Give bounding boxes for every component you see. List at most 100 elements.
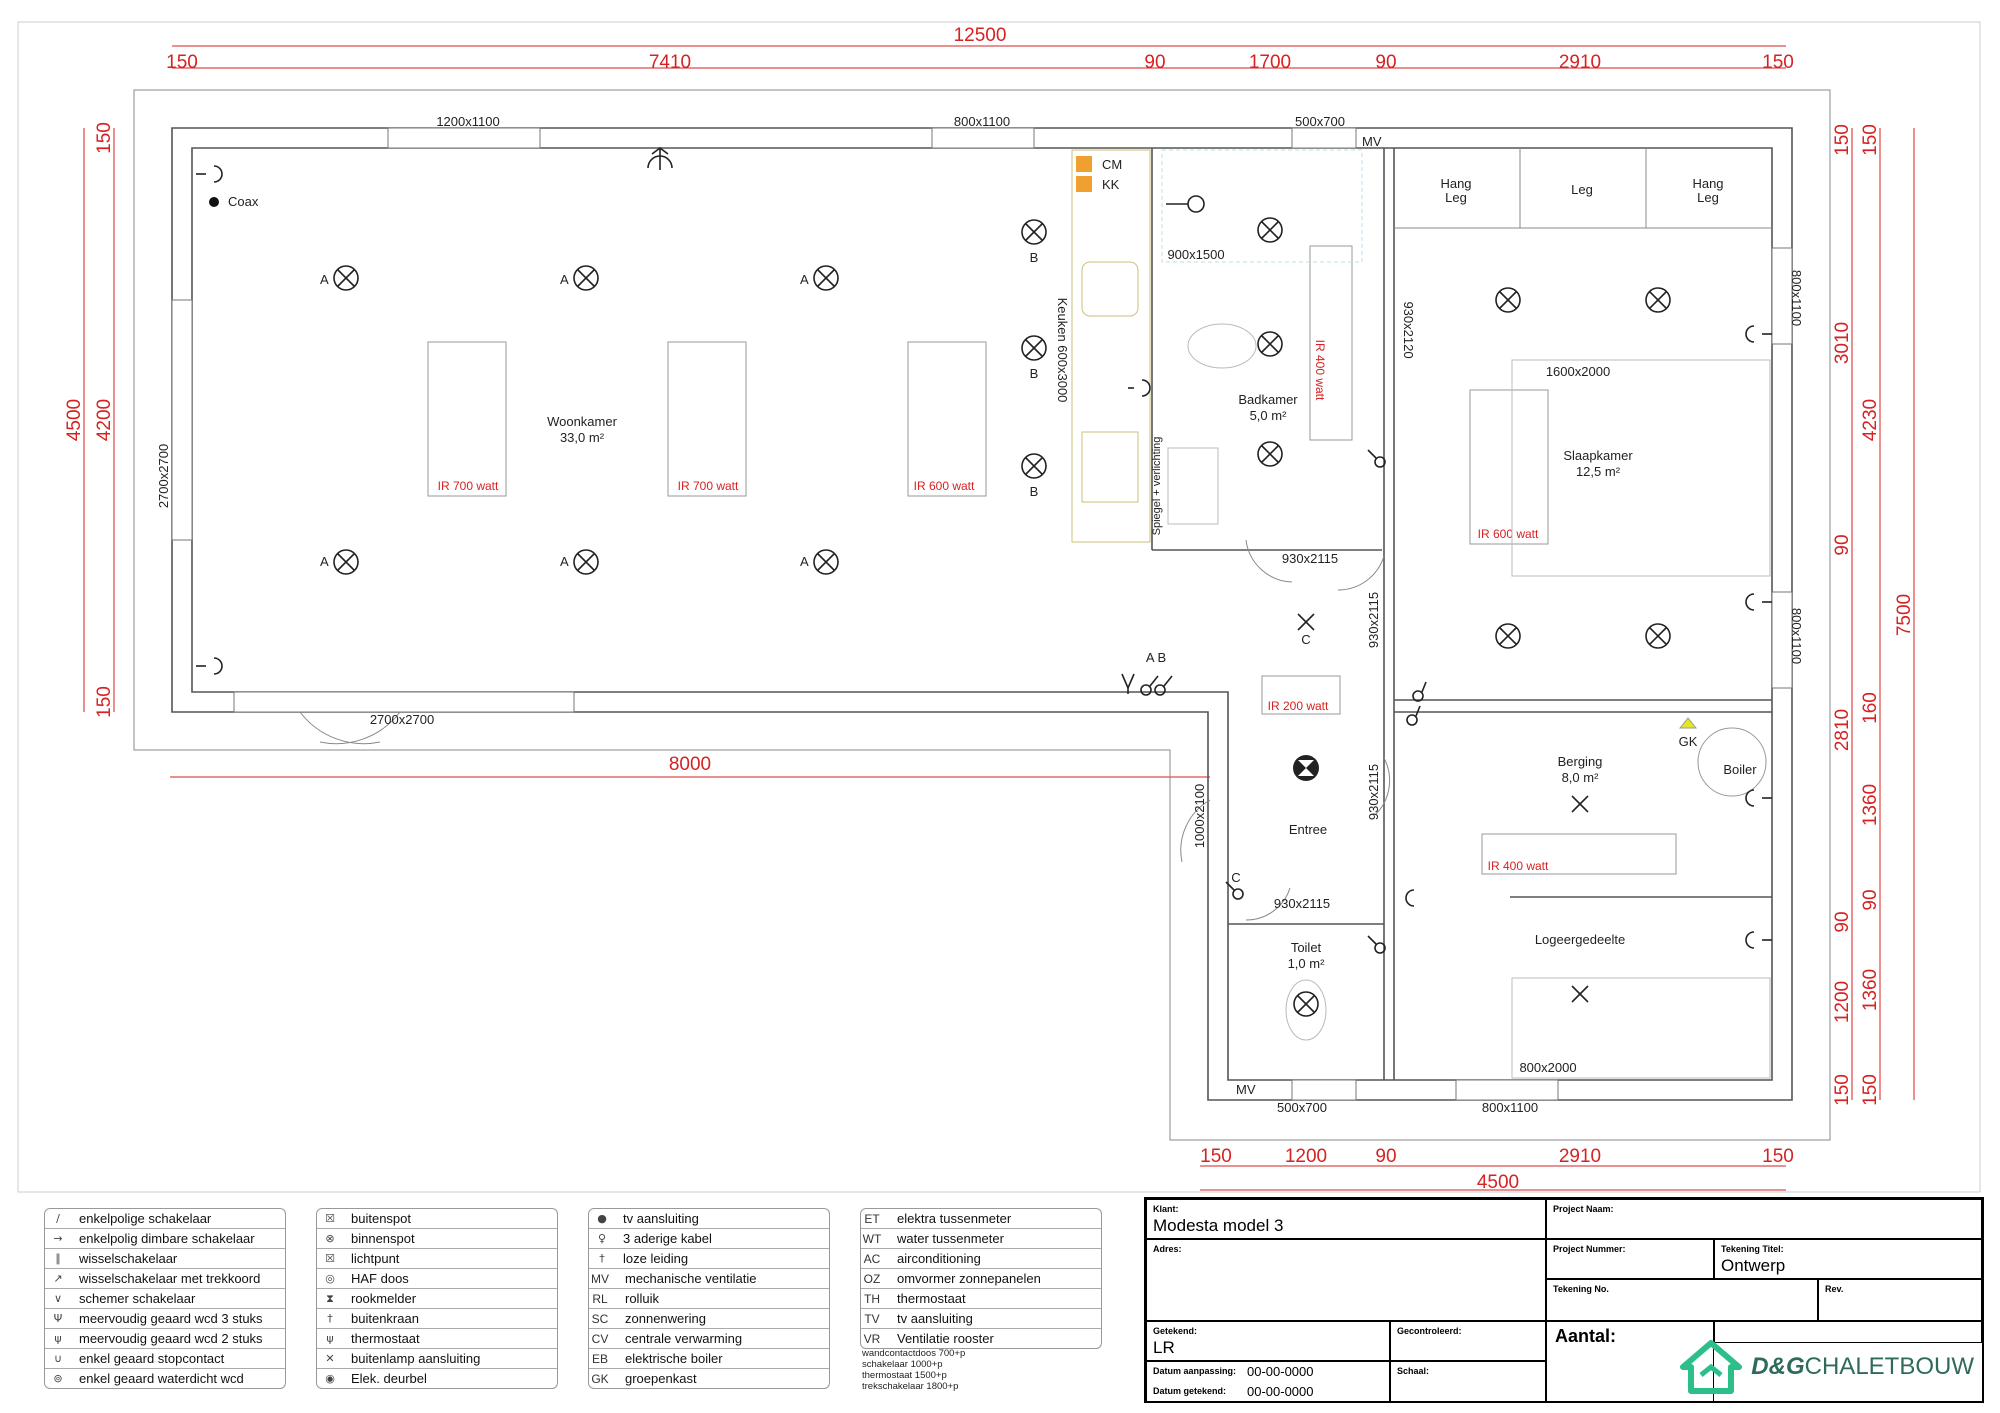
socket-icon: ∪	[53, 1352, 63, 1365]
legend-item: ♀3 aderige kabel	[589, 1229, 829, 1249]
heater-label-2: IR 700 watt	[678, 479, 739, 493]
title-block: Klant: Modesta model 3 Adres: Getekend: …	[1144, 1197, 1984, 1403]
logo-text: D&GCHALETBOUW	[1751, 1353, 1974, 1381]
legend-text: thermostaat	[351, 1331, 420, 1346]
tb-tekening-no: Tekening No.	[1546, 1279, 1818, 1321]
tb-project-nummer: Project Nummer:	[1546, 1239, 1714, 1279]
dim-top-2: 7410	[649, 52, 691, 73]
dim-left-2: 4200	[94, 399, 115, 441]
legend-code: RL	[592, 1291, 608, 1306]
legend-text: meervoudig geaard wcd 2 stuks	[79, 1331, 263, 1346]
label-w-bottom: 2700x2700	[370, 712, 434, 727]
legend-text: mechanische ventilatie	[625, 1271, 757, 1286]
boiler-shape	[1697, 727, 1767, 797]
tb-tekening-titel-value: Ontwerp	[1721, 1256, 1786, 1275]
outdoor-spot-icon: ☒	[325, 1212, 335, 1225]
dim-8000: 8000	[669, 754, 711, 775]
house-logo-icon	[1680, 1340, 1743, 1394]
legend-code: SC	[591, 1311, 609, 1326]
double-socket-icon: ψ	[54, 1332, 62, 1345]
dim-r2-5: 90	[1860, 889, 1881, 910]
floor-plan: 12500 150 7410 90 1700 90 2910 150 4500 …	[17, 21, 1981, 1193]
tb-project-nummer-label: Project Nummer:	[1553, 1244, 1626, 1254]
legend-text: schemer schakelaar	[79, 1291, 196, 1306]
heater-label-6: IR 200 watt	[1268, 699, 1329, 713]
label-bath-door: 930x2115	[1282, 551, 1338, 566]
label-sleep-w1: 800x1100	[1789, 270, 1804, 326]
label-a-5: A	[560, 554, 569, 569]
legend-item: ☒buitenspot	[317, 1209, 557, 1229]
tb-datum-aanpassing-value: 00-00-0000	[1247, 1364, 1314, 1379]
legend-code: MV	[591, 1271, 609, 1286]
tb-adres-label: Adres:	[1153, 1244, 1182, 1254]
label-coax: Coax	[228, 194, 259, 209]
room-badkamer-area: 5,0 m²	[1250, 408, 1288, 423]
dim-bottom-1: 150	[1200, 1146, 1232, 1167]
legend-text: meervoudig geaard wcd 3 stuks	[79, 1311, 263, 1326]
switches	[1140, 195, 1427, 954]
legend-text: thermostaat	[897, 1291, 966, 1306]
room-badkamer-name: Badkamer	[1238, 392, 1298, 407]
dim-bottom-total: 4500	[1477, 1172, 1519, 1193]
bottom-dimensions: 150 1200 90 2910 150 4500	[1200, 1146, 1794, 1193]
label-hall-door1: 930x2115	[1366, 592, 1381, 648]
note-line: schakelaar 1000+p	[862, 1359, 943, 1370]
smoke-detector-icon	[1293, 755, 1319, 781]
label-a-2: A	[560, 272, 569, 287]
legend-code: VR	[863, 1331, 881, 1346]
heater-label-3: IR 600 watt	[914, 479, 975, 493]
dim-top-3: 90	[1144, 52, 1165, 73]
tb-aantal-label: Aantal:	[1555, 1326, 1617, 1346]
tb-rev-label: Rev.	[1825, 1284, 1844, 1294]
coax-point	[209, 197, 219, 207]
dim-bottom-4: 2910	[1559, 1146, 1601, 1167]
legend-text: airconditioning	[897, 1251, 981, 1266]
smoke-detector-icon: ⧗	[326, 1291, 334, 1305]
tb-project-naam-label: Project Naam:	[1553, 1204, 1614, 1214]
dim-bottom-2: 1200	[1285, 1146, 1327, 1167]
label-ab: A B	[1146, 650, 1166, 665]
legend-text: binnenspot	[351, 1231, 415, 1246]
tb-getekend-label: Getekend:	[1153, 1326, 1198, 1336]
label-sleep-w2: 800x1100	[1789, 608, 1804, 664]
label-bed1: 1600x2000	[1546, 364, 1610, 379]
tb-getekend-value: LR	[1153, 1338, 1175, 1357]
tb-aantal: Aantal:	[1546, 1321, 1714, 1403]
dim-top-4: 1700	[1249, 52, 1291, 73]
legend-text: wisselschakelaar	[79, 1251, 178, 1266]
dim-r1-7: 150	[1832, 1074, 1853, 1106]
kitchen-hob	[1081, 431, 1139, 503]
room-woonkamer-area: 33,0 m²	[560, 430, 605, 445]
sockets	[196, 147, 1772, 949]
legend-item: ∨schemer schakelaar	[45, 1289, 285, 1309]
legend-item: ↗wisselschakelaar met trekkoord	[45, 1269, 285, 1289]
tb-aantal-value	[1714, 1321, 1982, 1343]
legend-item: ∕enkelpolige schakelaar	[45, 1209, 285, 1229]
label-toilet-door: 930x2115	[1274, 896, 1330, 911]
dim-r1-5: 90	[1832, 911, 1853, 932]
room-berging-area: 8,0 m²	[1562, 770, 1600, 785]
logo-word: CHALETBOUW	[1804, 1353, 1974, 1380]
legend-item: ⧗rookmelder	[317, 1289, 557, 1309]
legend-text: enkelpolig dimbare schakelaar	[79, 1231, 255, 1246]
windows	[171, 127, 1793, 1101]
dim-top-7: 150	[1762, 52, 1794, 73]
legend-code: OZ	[863, 1271, 881, 1286]
legend-code: EB	[591, 1351, 608, 1366]
dim-r1-4: 2810	[1832, 709, 1853, 751]
spots	[1297, 613, 1589, 1003]
triple-socket-icon: Ψ	[53, 1312, 63, 1325]
tb-datum-aanpassing-label: Datum aanpassing:	[1153, 1366, 1237, 1376]
tb-tekening-titel: Tekening Titel: Ontwerp	[1714, 1239, 1982, 1279]
dim-r2-6: 1360	[1860, 969, 1881, 1011]
dim-top-1: 150	[166, 52, 198, 73]
